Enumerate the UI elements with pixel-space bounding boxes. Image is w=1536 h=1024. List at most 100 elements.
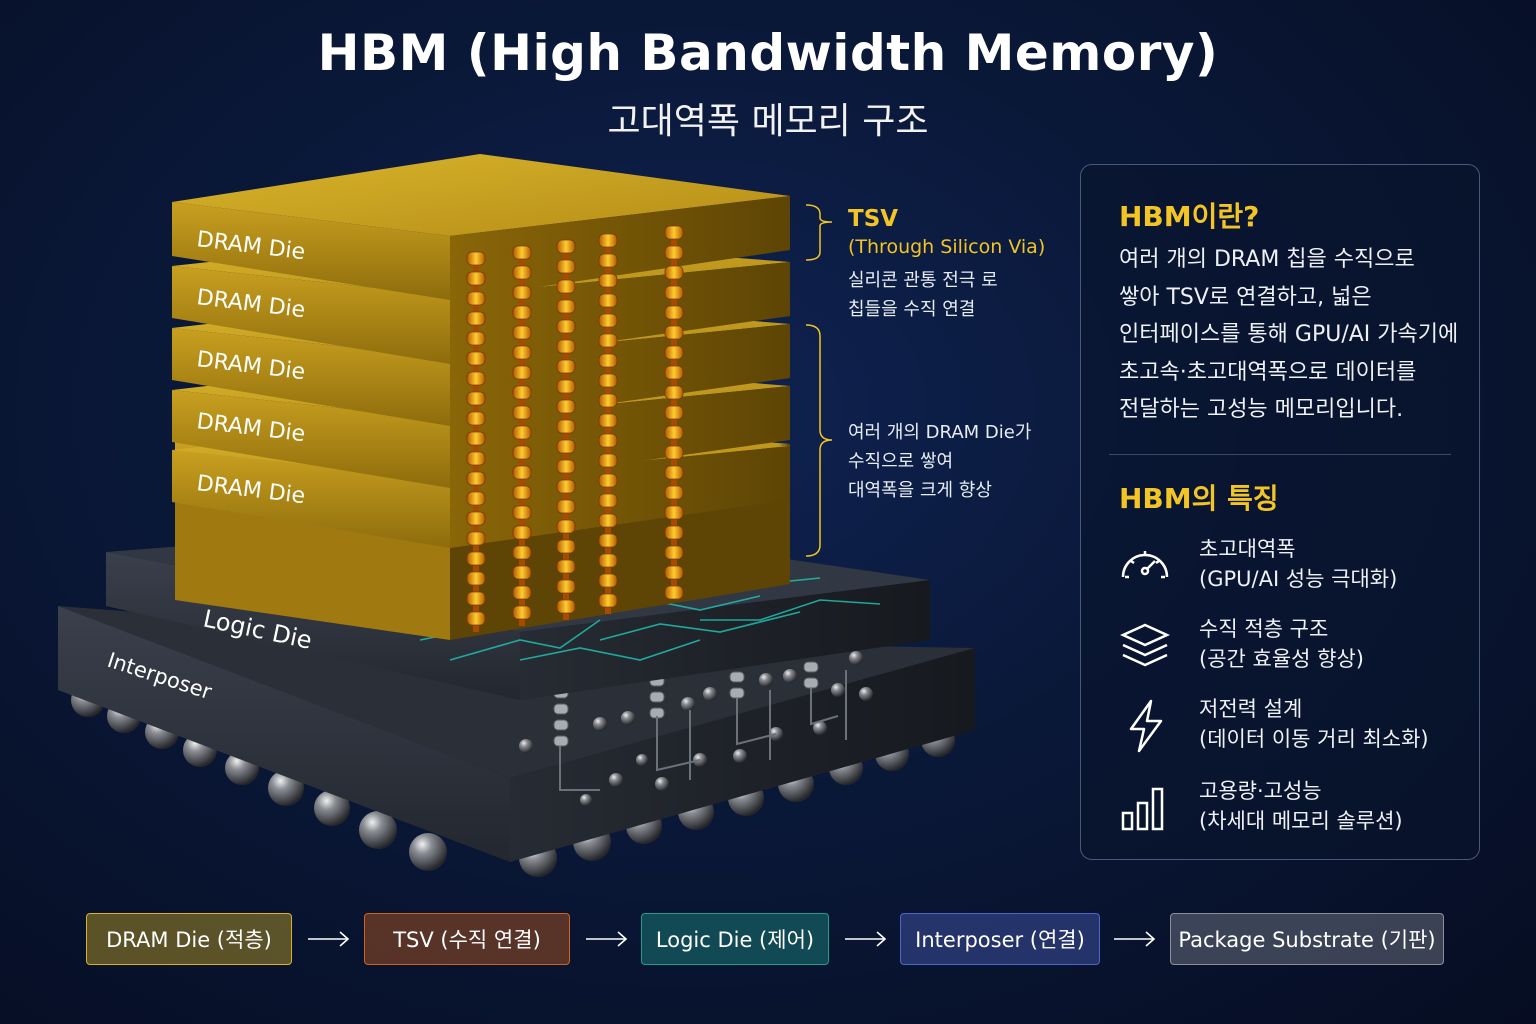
feature-item: 수직 적층 구조 (공간 효율성 향상) — [1117, 613, 1477, 683]
feature-title: 고용량·고성능 — [1199, 779, 1322, 803]
hbm-stack-illustration: DRAM Die DRAM Die DRAM Die DRAM Die DRAM… — [58, 154, 975, 877]
feature-subtitle: (데이터 이동 거리 최소화) — [1199, 727, 1429, 751]
tsv-segment — [556, 599, 576, 614]
tsv-segment — [512, 305, 532, 320]
tsv-segment — [556, 579, 576, 594]
tsv-segment — [598, 553, 618, 568]
feature-item: 저전력 설계 (데이터 이동 거리 최소화) — [1117, 693, 1477, 763]
flow-step-dram: DRAM Die (적층) — [86, 913, 292, 965]
tsv-segment — [664, 405, 684, 420]
bar-chart-icon — [1121, 787, 1164, 831]
panel-heading: HBM이란? — [1119, 200, 1260, 233]
dram-stack — [172, 154, 790, 640]
tsv-segment — [664, 385, 684, 400]
feature-subtitle: (공간 효율성 향상) — [1199, 647, 1364, 671]
tsv-segment — [512, 345, 532, 360]
tsv-segment — [512, 465, 532, 480]
tsv-segment — [512, 525, 532, 540]
tsv-segment — [556, 399, 576, 414]
tsv-segment — [466, 551, 486, 566]
tsv-segment — [598, 353, 618, 368]
tsv-segment — [664, 325, 684, 340]
speedometer-icon — [1121, 551, 1169, 579]
tsv-segment — [466, 451, 486, 466]
tsv-segment — [512, 585, 532, 600]
tsv-segment — [598, 293, 618, 308]
tsv-title: TSV — [848, 206, 899, 232]
tsv-segment — [466, 431, 486, 446]
tsv-segment — [598, 233, 618, 248]
tsv-segment — [466, 331, 486, 346]
tsv-segment — [466, 491, 486, 506]
flow-step-tsv: TSV (수직 연결) — [364, 913, 570, 965]
tsv-segment — [556, 259, 576, 274]
tsv-segment — [466, 531, 486, 546]
tsv-segment — [598, 393, 618, 408]
tsv-segment — [556, 299, 576, 314]
tsv-segment — [664, 225, 684, 240]
layers-icon — [1119, 623, 1171, 667]
tsv-segment — [598, 593, 618, 608]
tsv-segment — [466, 271, 486, 286]
tsv-segment — [466, 511, 486, 526]
tsv-segment — [556, 379, 576, 394]
arrow-right-icon — [586, 931, 628, 947]
tsv-segment — [664, 285, 684, 300]
tsv-segment — [598, 253, 618, 268]
feature-title: 초고대역폭 — [1199, 537, 1296, 561]
feature-item: 고용량·고성능 (차세대 메모리 솔루션) — [1117, 775, 1477, 845]
tsv-segment — [598, 513, 618, 528]
tsv-segment — [512, 565, 532, 580]
tsv-segment — [512, 545, 532, 560]
tsv-segment — [598, 453, 618, 468]
tsv-segment — [556, 319, 576, 334]
tsv-segment — [512, 425, 532, 440]
tsv-segment — [512, 365, 532, 380]
tsv-segment — [512, 405, 532, 420]
tsv-segment — [466, 291, 486, 306]
tsv-segment — [466, 311, 486, 326]
tsv-subtitle: (Through Silicon Via) — [848, 236, 1046, 258]
tsv-segment — [466, 251, 486, 266]
features-heading: HBM의 특징 — [1119, 482, 1279, 515]
tsv-segment — [512, 245, 532, 260]
tsv-segment — [556, 519, 576, 534]
tsv-segment — [512, 605, 532, 620]
annotation-brackets — [805, 204, 833, 557]
page-title: HBM (High Bandwidth Memory) — [317, 24, 1219, 82]
feature-item: 초고대역폭 (GPU/AI 성능 극대화) — [1117, 533, 1477, 603]
tsv-segment — [556, 479, 576, 494]
tsv-segment — [664, 265, 684, 280]
tsv-segment — [664, 485, 684, 500]
tsv-segment — [664, 545, 684, 560]
feature-subtitle: (차세대 메모리 솔루션) — [1199, 809, 1403, 833]
tsv-segment — [556, 539, 576, 554]
tsv-segment — [598, 273, 618, 288]
tsv-segment — [466, 591, 486, 606]
tsv-segment — [664, 245, 684, 260]
tsv-segment — [664, 585, 684, 600]
tsv-segment — [556, 419, 576, 434]
tsv-segment — [466, 471, 486, 486]
tsv-segment — [466, 571, 486, 586]
tsv-segment — [598, 333, 618, 348]
tsv-segment — [466, 391, 486, 406]
tsv-segment — [556, 359, 576, 374]
tsv-segment — [556, 339, 576, 354]
tsv-segment — [664, 445, 684, 460]
tsv-segment — [598, 533, 618, 548]
tsv-segment — [664, 565, 684, 580]
flow-step-interposer: Interposer (연결) — [900, 913, 1100, 965]
panel-description: 여러 개의 DRAM 칩을 수직으로 쌓아 TSV로 연결하고, 넓은 인터페이… — [1119, 247, 1459, 422]
tsv-segment — [664, 425, 684, 440]
tsv-segment — [598, 313, 618, 328]
tsv-segment — [598, 473, 618, 488]
tsv-segment — [556, 499, 576, 514]
tsv-segment — [556, 559, 576, 574]
tsv-segment — [664, 505, 684, 520]
tsv-segment — [466, 411, 486, 426]
arrow-right-icon — [308, 931, 350, 947]
tsv-description: 실리콘 관통 전극 로 칩들을 수직 연결 — [848, 270, 998, 320]
tsv-segment — [512, 325, 532, 340]
tsv-segment — [664, 345, 684, 360]
